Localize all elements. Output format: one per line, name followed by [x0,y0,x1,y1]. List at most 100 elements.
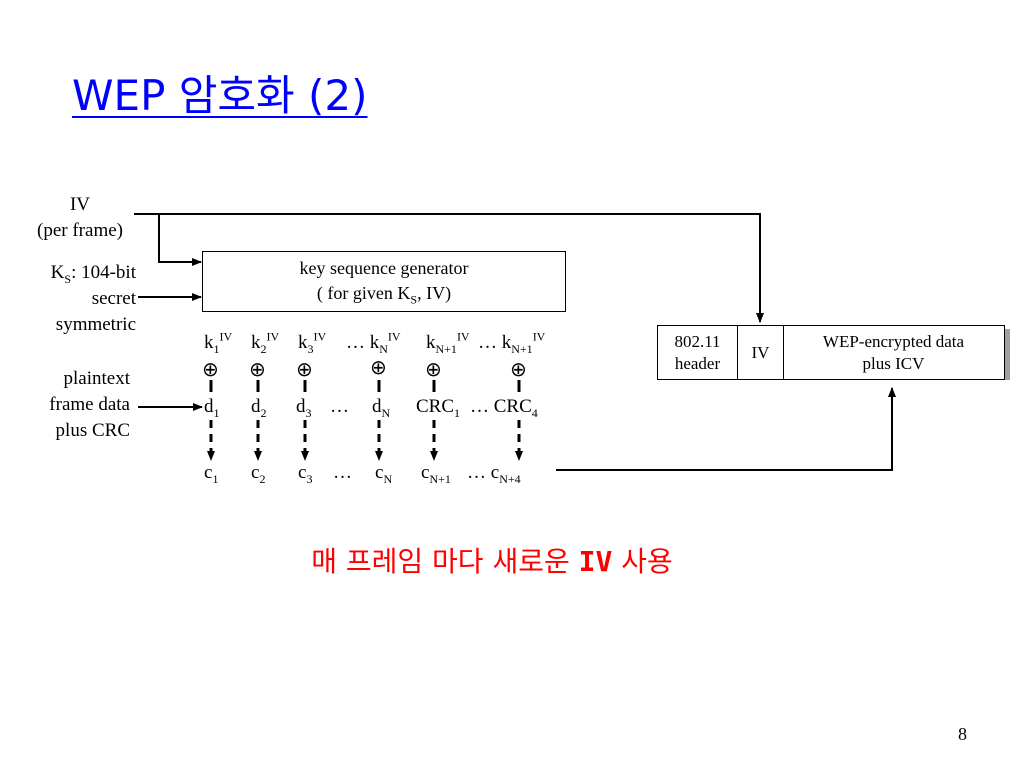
plaintext-label: plaintext frame data plus CRC [10,366,130,444]
key-last-base: k [501,332,512,353]
key-1: k1IV [204,330,232,356]
generator-line2-sub: S [410,292,418,307]
cipher-3: c3 [298,460,312,486]
cipher-2: c2 [251,460,265,486]
data-2-base: d [251,396,261,417]
cipher-2-base: c [251,462,260,483]
iv-to-frame-arrow [134,213,764,323]
cipher-n4-sub: N+4 [499,471,521,486]
caption: 매 프레임 마다 새로운 IV 사용 [0,540,984,580]
cipher-3-base: c [298,462,307,483]
key-n-prefix: … [346,332,370,353]
data-crc4: … CRC4 [470,394,538,420]
slide-title: WEP 암호화 (2) [72,71,368,120]
cipher-to-frame-arrow [556,387,896,471]
cipher-n-sub: N [383,471,393,486]
key-2-sub: 2 [260,341,267,356]
key-1-base: k [204,332,214,353]
plaintext-line1: plaintext [63,368,130,389]
data-n-base: d [372,396,382,417]
cipher-1-base: c [204,462,213,483]
cipher-n4: … cN+4 [467,460,521,486]
xor-6: ⊕ [510,357,527,381]
data-3-sub: 3 [305,405,312,420]
iv-label-line1: IV [69,194,91,215]
key-n-sup: IV [387,329,401,344]
data-crc1-sub: 1 [454,405,461,420]
xor-5: ⊕ [425,357,442,381]
key-last-sub: N+1 [511,341,533,356]
ks-label-line1: KS: 104-bit [10,260,136,286]
iv-to-generator-arrow [158,214,202,266]
key-xor-ticks [209,380,521,392]
cipher-n4-base: c [490,462,500,483]
data-2-sub: 2 [260,405,267,420]
key-n: … kNIV [346,330,401,356]
data-crc1-base: CRC [416,396,455,417]
key-n1-sup: IV [456,329,470,344]
caption-iv: IV [578,545,613,578]
ks-label-line2: secret [91,288,136,309]
xor-3: ⊕ [296,357,313,381]
key-last-sup: IV [532,329,546,344]
data-ellipsis: … [330,396,349,417]
cipher-1: c1 [204,460,218,486]
key-2: k2IV [251,330,279,356]
frame-payload-text: WEP-encrypted data plus ICV [823,331,964,375]
ks-sub: S [64,271,72,286]
key-3-sub: 3 [307,341,314,356]
key-2-base: k [251,332,261,353]
dashed-arrows [207,420,523,461]
frame-iv-cell: IV [738,326,784,379]
frame-header-cell: 802.11 header [658,326,738,379]
plaintext-line3: plus CRC [55,420,130,441]
plaintext-line2: frame data [49,394,130,415]
key-last-prefix: … [478,332,502,353]
frame-header-text: 802.11 header [674,331,720,375]
data-n: dN [372,394,390,420]
key-3-sup: IV [313,329,327,344]
iv-label: IV (per frame) [20,192,140,244]
xor-4: ⊕ [370,355,387,379]
ks-label: KS: 104-bit secret symmetric [10,260,136,338]
caption-pre: 매 프레임 마다 새로운 [311,545,579,578]
frame-header-line1: 802.11 [674,331,721,351]
frame-payload-line2: plus ICV [862,353,925,373]
data-1-sub: 1 [213,405,220,420]
key-1-sup: IV [219,329,233,344]
key-3: k3IV [298,330,326,356]
cipher-2-sub: 2 [259,471,266,486]
key-n-sub: N [379,341,388,356]
data-crc4-base: CRC [493,396,532,417]
cipher-n1-base: c [421,462,430,483]
data-1-base: d [204,396,214,417]
generator-line2: ( for given KS, IV) [203,281,565,306]
data-n-sub: N [381,405,391,420]
iv-label-line2: (per frame) [37,220,123,241]
data-crc1: CRC1 [416,394,460,420]
cipher-1-sub: 1 [212,471,219,486]
ks-k: K [50,262,65,283]
frame-header-line2: header [674,353,721,373]
data-crc4-prefix: … [470,396,494,417]
generator-line1: key sequence generator [299,258,469,278]
xor-2: ⊕ [249,357,266,381]
cipher-n: cN [375,460,392,486]
data-crc4-sub: 4 [531,405,538,420]
cipher-n1-sub: N+1 [429,471,451,486]
key-n1-base: k [426,332,436,353]
key-last: … kN+1IV [478,330,545,356]
cipher-ellipsis: … [333,462,352,483]
data-3: d3 [296,394,312,420]
cipher-n4-prefix: … [467,462,491,483]
frame-payload-line1: WEP-encrypted data [822,331,965,351]
caption-post: 사용 [612,545,673,578]
cipher-n1: cN+1 [421,460,451,486]
cipher-n-base: c [375,462,384,483]
key-sequence-generator-box: key sequence generator ( for given KS, I… [202,251,566,312]
key-2-sup: IV [266,329,280,344]
ks-label-line3: symmetric [55,314,136,335]
data-3-base: d [296,396,306,417]
generator-line2-post: , IV) [417,283,452,303]
